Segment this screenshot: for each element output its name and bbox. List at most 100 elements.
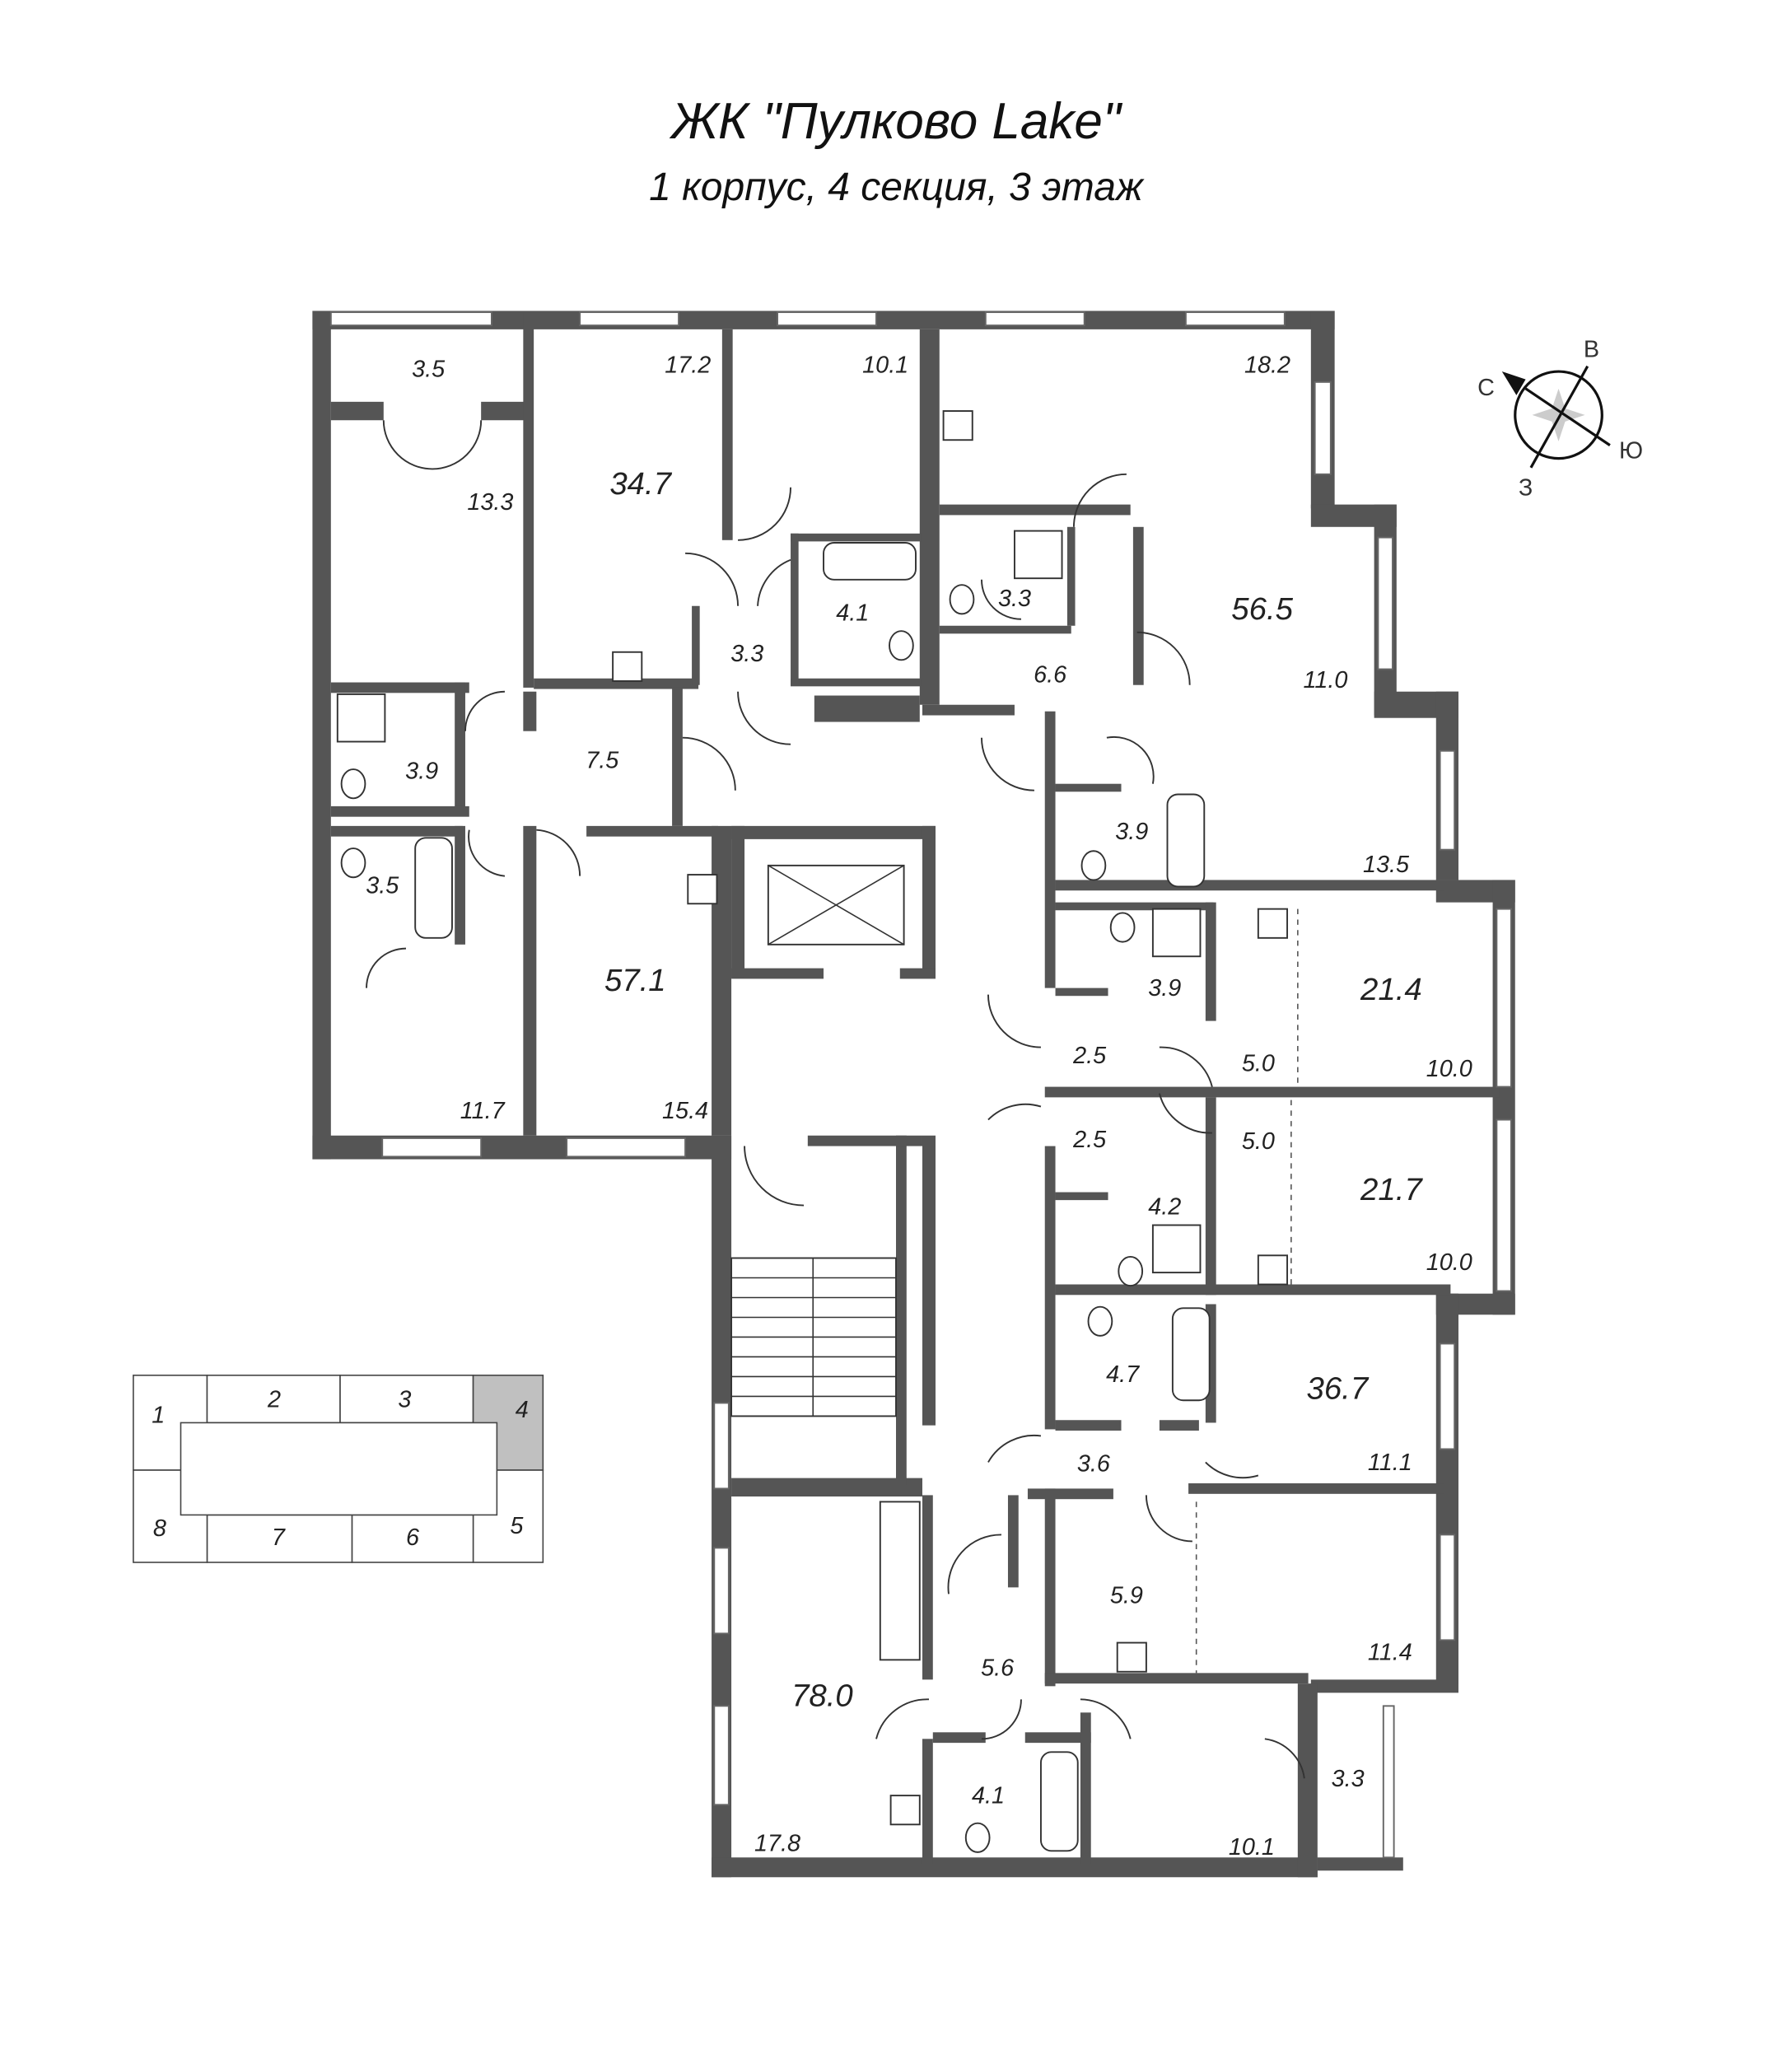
wall	[731, 825, 745, 978]
door-swing-icon	[468, 829, 581, 877]
floor-subtitle: 1 корпус, 4 секция, 3 этаж	[649, 166, 1143, 209]
room-area: 2.5	[1072, 1043, 1107, 1069]
section-7: 7	[272, 1524, 286, 1551]
wall	[1310, 1679, 1458, 1693]
wall	[330, 825, 463, 837]
door-swing-icon	[366, 947, 406, 988]
wall	[1024, 1732, 1091, 1744]
room-area: 17.8	[754, 1830, 800, 1856]
compass-north: С	[1477, 375, 1495, 401]
fixtures	[336, 410, 1299, 1853]
door-swing-icon	[1145, 1495, 1192, 1543]
bathtub-icon	[1171, 1307, 1211, 1402]
wall	[1055, 902, 1214, 911]
wall	[922, 1135, 936, 1426]
door-swing-icon	[1136, 631, 1191, 685]
wall	[523, 312, 534, 688]
door-swing-icon	[981, 1699, 1022, 1740]
room-area: 17.2	[665, 353, 711, 379]
room-area: 3.5	[366, 872, 399, 899]
wall	[922, 825, 936, 978]
staircase	[730, 1257, 921, 1661]
wall	[731, 825, 936, 839]
wall	[1027, 1488, 1113, 1500]
door-swing-icon	[682, 736, 736, 791]
stove-icon	[889, 1795, 921, 1826]
wall	[731, 968, 824, 979]
window	[381, 1137, 483, 1158]
wall	[1297, 1683, 1318, 1878]
door-swing-icon	[464, 690, 505, 731]
room-area: 13.5	[1363, 852, 1410, 878]
apartment-area: 57.1	[604, 963, 666, 998]
wall	[896, 1135, 907, 1485]
room-area: 4.2	[1148, 1194, 1181, 1221]
apartment-area: 56.5	[1231, 591, 1293, 627]
wall	[481, 401, 531, 421]
wall	[1044, 1488, 1056, 1687]
room-area: 5.0	[1242, 1128, 1275, 1155]
toilet-icon	[949, 584, 975, 615]
elevator-shaft	[767, 864, 905, 945]
shower-icon	[336, 693, 386, 743]
wall	[1055, 987, 1108, 997]
door-swing-icon	[981, 737, 1034, 791]
stove-icon	[1257, 1254, 1289, 1286]
room-area: 10.1	[1229, 1834, 1275, 1861]
window	[984, 311, 1085, 327]
room-area: 10.0	[1426, 1249, 1472, 1276]
wall	[1205, 902, 1216, 1021]
room-area: 5.9	[1110, 1583, 1143, 1609]
room-area: 2.5	[1072, 1127, 1107, 1153]
section-2: 2	[267, 1386, 281, 1412]
wall	[899, 968, 936, 979]
bathtub-icon	[414, 837, 453, 939]
room-area: 3.3	[998, 586, 1031, 612]
room-area: 5.0	[1242, 1050, 1275, 1076]
wall	[455, 825, 465, 945]
wall	[534, 678, 699, 689]
wall	[523, 691, 537, 731]
wall	[330, 401, 384, 421]
wall	[692, 605, 700, 685]
toilet-icon	[889, 630, 914, 661]
wall	[1044, 1146, 1056, 1430]
wall	[939, 625, 1071, 634]
wall	[1055, 1192, 1108, 1201]
compass-west: З	[1519, 474, 1533, 501]
door-swing-icon	[987, 1103, 1042, 1121]
elevator-cross	[768, 865, 904, 945]
window	[1377, 536, 1393, 670]
section-1: 1	[152, 1402, 165, 1428]
wall	[330, 682, 469, 693]
window	[329, 311, 492, 327]
stove-icon	[1257, 908, 1289, 939]
room-area: 3.6	[1077, 1451, 1110, 1478]
compass-south: Ю	[1619, 438, 1643, 465]
room-area: 3.3	[1332, 1766, 1365, 1792]
compass-axes	[1524, 365, 1611, 469]
courtyard	[180, 1422, 498, 1516]
wall	[1317, 1857, 1403, 1871]
door-swing-icon	[757, 558, 791, 606]
toilet-icon	[1109, 912, 1136, 943]
room-area: 7.5	[586, 748, 619, 774]
stove-icon	[1116, 1641, 1147, 1673]
zone-divider	[1195, 908, 1299, 1674]
room-area: 11.0	[1303, 667, 1347, 693]
wall	[1055, 1420, 1122, 1431]
wall	[922, 1495, 933, 1680]
window	[566, 1137, 687, 1158]
wall	[1132, 526, 1144, 685]
toilet-icon	[1087, 1305, 1113, 1337]
section-6: 6	[406, 1524, 419, 1551]
door-swing-icon	[1158, 1093, 1212, 1134]
toilet-icon	[1118, 1255, 1144, 1287]
door-swing-icon	[1159, 1046, 1213, 1087]
section-8: 8	[153, 1515, 166, 1542]
shower-icon	[1013, 530, 1063, 580]
wall	[1044, 711, 1056, 988]
window	[713, 1402, 730, 1490]
